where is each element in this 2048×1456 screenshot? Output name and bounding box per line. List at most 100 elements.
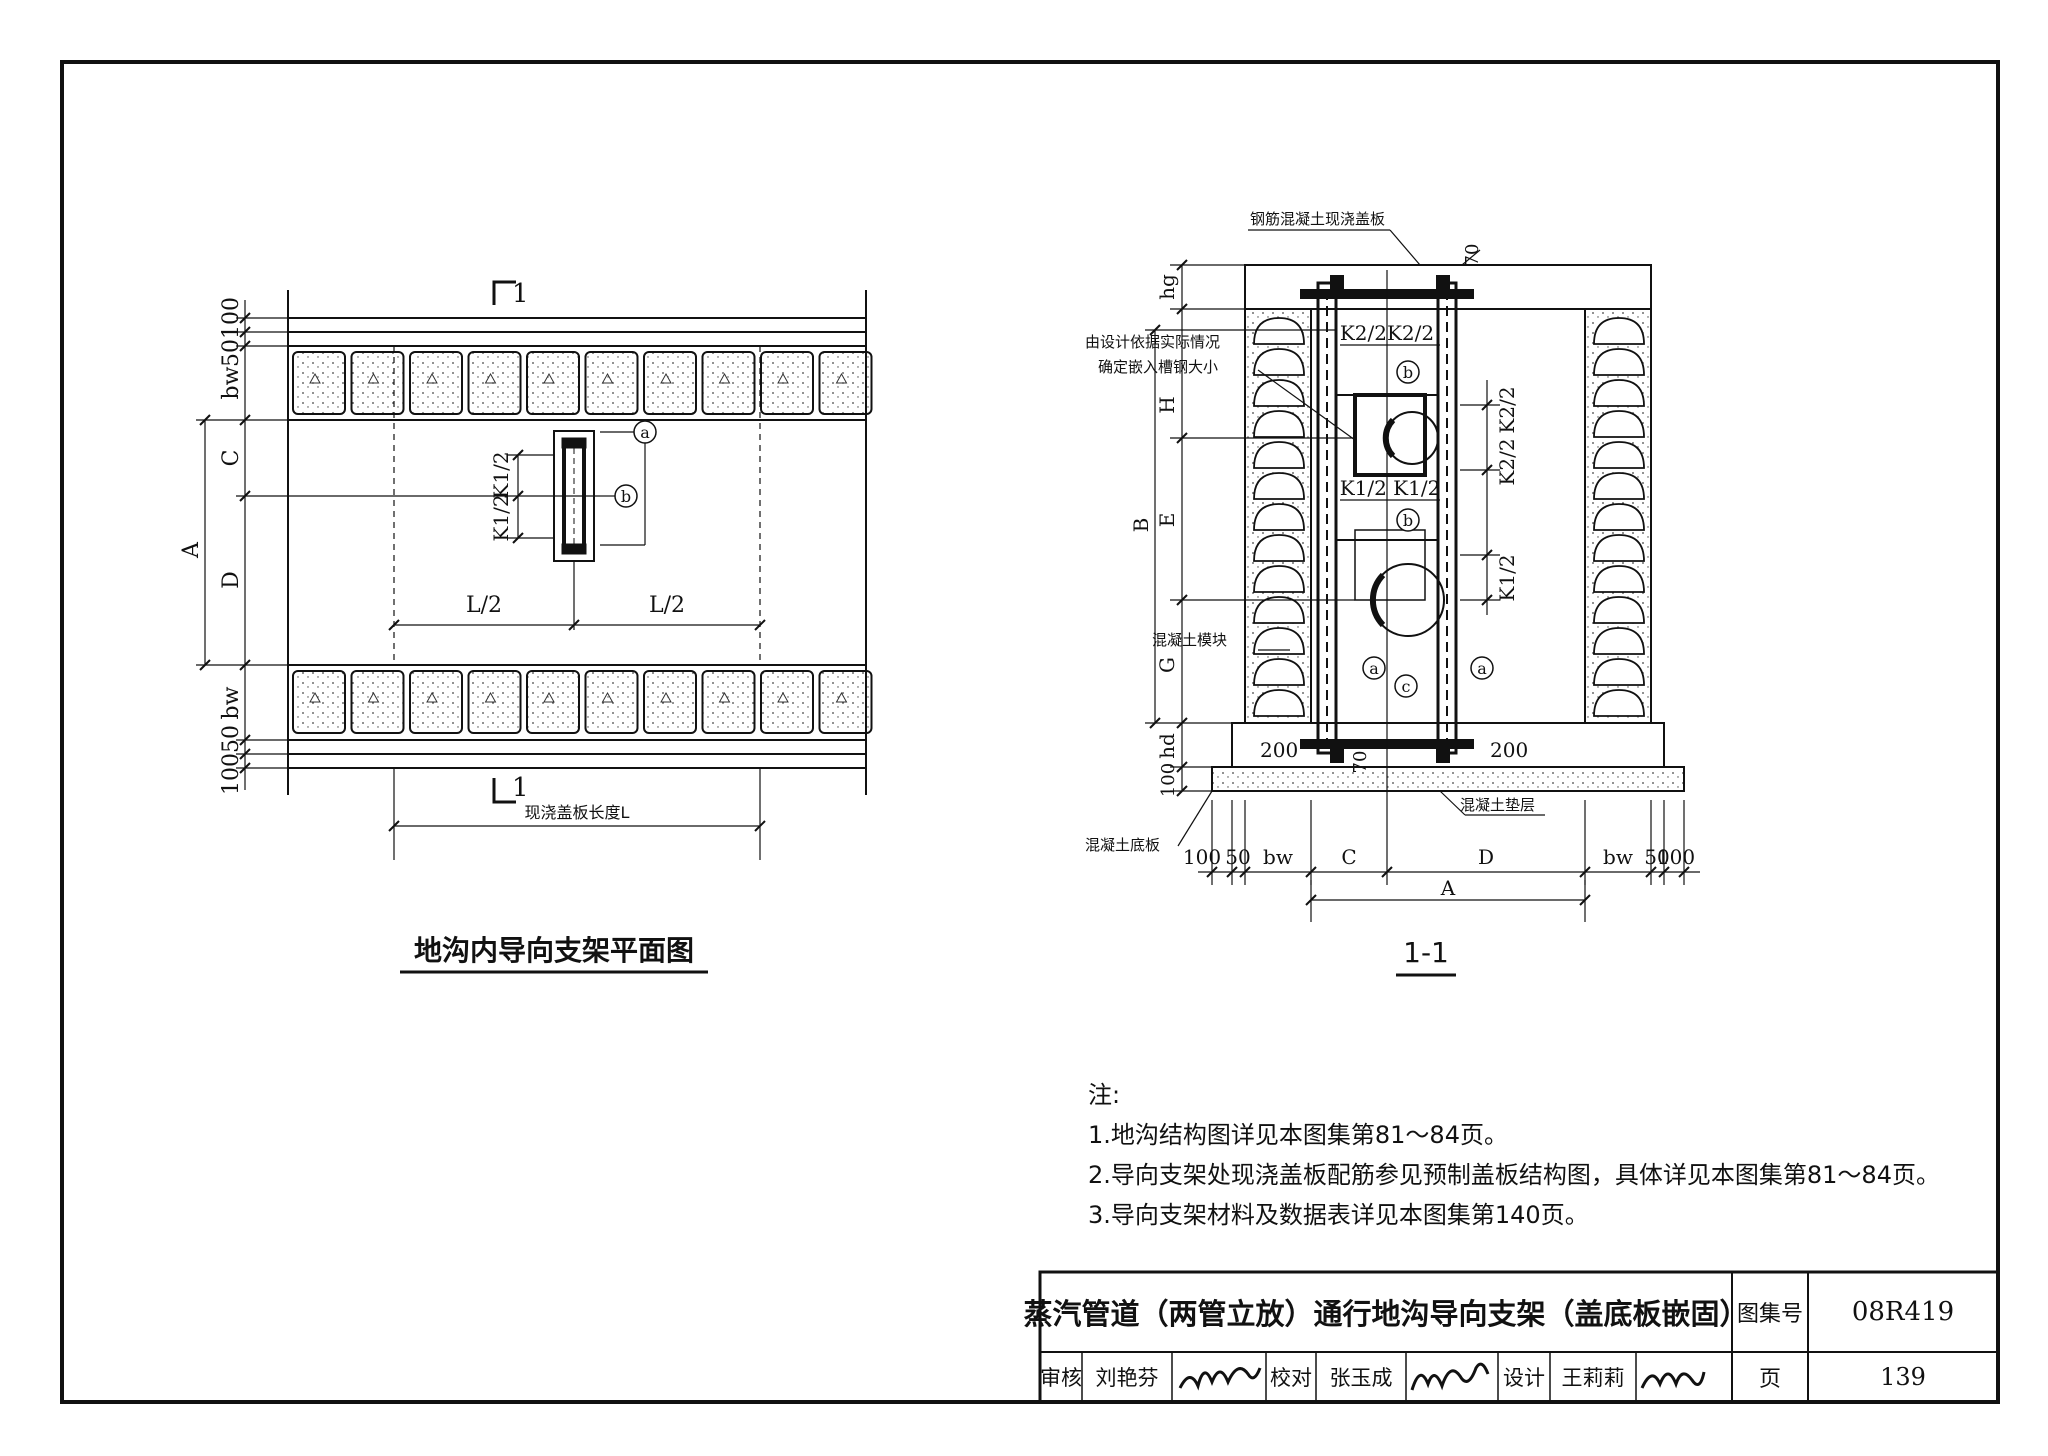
section-dim-70-bottom: 70 <box>1350 751 1371 774</box>
section-dim-g: G <box>1155 657 1179 673</box>
section-bottom-dim: 50 <box>1644 845 1669 869</box>
section-dim-k1-mid: K1/2 K1/2 <box>1340 476 1441 500</box>
designer-name: 王莉莉 <box>1561 1366 1625 1390</box>
plan-dim-d: D <box>219 571 244 589</box>
wall-block <box>1593 379 1645 407</box>
wall-block <box>1253 348 1305 376</box>
section-dim-70-top: 70 <box>1462 244 1483 267</box>
signature-reviewer <box>1178 1367 1262 1391</box>
section-dim-hg: hg <box>1155 274 1179 300</box>
plan-dim-a: A <box>179 541 204 559</box>
section-dim-hd: hd <box>1155 733 1179 759</box>
section-bottom-dim: 100 <box>1657 845 1695 869</box>
section-view: b b a a c 钢筋混凝土现浇盖板 由设计依据实际情况 确定嵌入槽钢大小 混… <box>1085 210 1700 977</box>
plan-callout-a: a <box>640 423 650 442</box>
drawing-title: 蒸汽管道（两管立放）通行地沟导向支架（盖底板嵌固） <box>1023 1297 1749 1331</box>
wall-block <box>1253 627 1305 655</box>
section-callout-c: c <box>1402 677 1411 696</box>
section-bottom-dim: 50 <box>1225 845 1250 869</box>
wall-block <box>1593 565 1645 593</box>
signature-checker <box>1410 1362 1490 1391</box>
wall-block <box>1593 596 1645 624</box>
checker-name: 张玉成 <box>1329 1366 1393 1390</box>
wall-block <box>1253 534 1305 562</box>
section-bottom-dim: 100 <box>1183 845 1221 869</box>
design-label: 设计 <box>1503 1366 1545 1390</box>
wall-block <box>1593 658 1645 686</box>
wall-block <box>1593 534 1645 562</box>
section-bottom-dim: D <box>1478 845 1494 869</box>
section-bottom-dim: bw <box>1603 845 1633 869</box>
section-bottom-dim: bw <box>1263 845 1293 869</box>
section-dim-h: H <box>1155 396 1179 413</box>
plan-dim-l-half-right: L/2 <box>649 593 685 618</box>
note-1: 1.地沟结构图详见本图集第81～84页。 <box>1088 1121 1508 1149</box>
wall-block <box>1253 658 1305 686</box>
section-label-base: 混凝土底板 <box>1085 836 1160 854</box>
atlas-label: 图集号 <box>1736 1302 1803 1327</box>
note-3: 3.导向支架材料及数据表详见本图集第140页。 <box>1088 1201 1589 1229</box>
section-dim-b: B <box>1129 518 1153 533</box>
plan-callout-b: b <box>621 487 631 506</box>
section-label-block: 混凝土模块 <box>1152 631 1227 649</box>
note-2: 2.导向支架处现浇盖板配筋参见预制盖板结构图，具体详见本图集第81～84页。 <box>1088 1161 1940 1189</box>
section-blocks <box>1253 317 1645 717</box>
section-dim-k2-top: K2/2K2/2 <box>1340 321 1434 345</box>
section-cushion <box>1211 766 1685 792</box>
wall-block <box>1253 379 1305 407</box>
wall-block <box>1593 317 1645 345</box>
plan-title: 地沟内导向支架平面图 <box>414 934 694 967</box>
section-dim-200-right: 200 <box>1490 738 1528 762</box>
section-label-steel-1: 由设计依据实际情况 <box>1085 333 1220 351</box>
plan-dim-100-50: 10050 <box>219 725 244 795</box>
wall-block <box>1253 689 1305 717</box>
section-callout-b-mid: b <box>1403 511 1413 530</box>
wall-block <box>1593 627 1645 655</box>
plan-blocks-top <box>292 351 873 415</box>
wall-block <box>1253 565 1305 593</box>
section-dim-k2-right-1: K2/2 <box>1495 386 1519 433</box>
plan-dim-c: C <box>219 450 244 467</box>
plan-dim-50-100: 50100 <box>219 297 244 367</box>
section-dim-200-left: 200 <box>1260 738 1298 762</box>
wall-block <box>1593 348 1645 376</box>
reviewer-name: 刘艳芬 <box>1095 1366 1159 1390</box>
atlas-number: 08R419 <box>1851 1297 1955 1327</box>
section-callout-a-right: a <box>1477 659 1487 678</box>
plan-section-mark-top: 1 <box>512 279 529 309</box>
plan-dim-l: 现浇盖板长度L <box>525 803 630 822</box>
plan-dim-k1-upper: K1/2 <box>489 451 513 498</box>
section-dim-100: 100 <box>1158 763 1179 797</box>
wall-block <box>1593 472 1645 500</box>
page-label: 页 <box>1758 1367 1781 1392</box>
plan-dim-k1-lower: K1/2 <box>489 494 513 541</box>
title-block <box>1038 1270 2000 1404</box>
section-label-steel-2: 确定嵌入槽钢大小 <box>1098 358 1218 376</box>
wall-block <box>1593 410 1645 438</box>
section-title: 1-1 <box>1403 936 1449 969</box>
signature-designer <box>1640 1371 1706 1389</box>
section-label-cushion: 混凝土垫层 <box>1460 796 1535 814</box>
plan-dim-l-half-left: L/2 <box>466 593 502 618</box>
notes: 注: 1.地沟结构图详见本图集第81～84页。 2.导向支架处现浇盖板配筋参见预… <box>1088 1075 1940 1235</box>
check-label: 校对 <box>1270 1366 1312 1390</box>
wall-block <box>1253 596 1305 624</box>
plan-dim-bw-top: bw <box>219 366 244 399</box>
wall-block <box>1593 503 1645 531</box>
section-callout-a-left: a <box>1369 659 1379 678</box>
section-label-cover: 钢筋混凝土现浇盖板 <box>1250 210 1385 228</box>
wall-block <box>1253 472 1305 500</box>
notes-heading: 注: <box>1088 1081 1121 1109</box>
section-dim-e: E <box>1155 513 1179 528</box>
sheet-border <box>60 60 2000 1404</box>
wall-block <box>1253 410 1305 438</box>
section-callout-b-top: b <box>1403 363 1413 382</box>
wall-block <box>1253 441 1305 469</box>
plan-section-mark-bottom: 1 <box>512 773 529 803</box>
review-label: 审核 <box>1040 1366 1082 1390</box>
section-dim-k1-right: K1/2 <box>1495 554 1519 601</box>
page-number: 139 <box>1880 1363 1926 1391</box>
plan-view: 1 1 a b 50100 bw C D A bw 10050 K1/2 K1/… <box>179 279 873 974</box>
